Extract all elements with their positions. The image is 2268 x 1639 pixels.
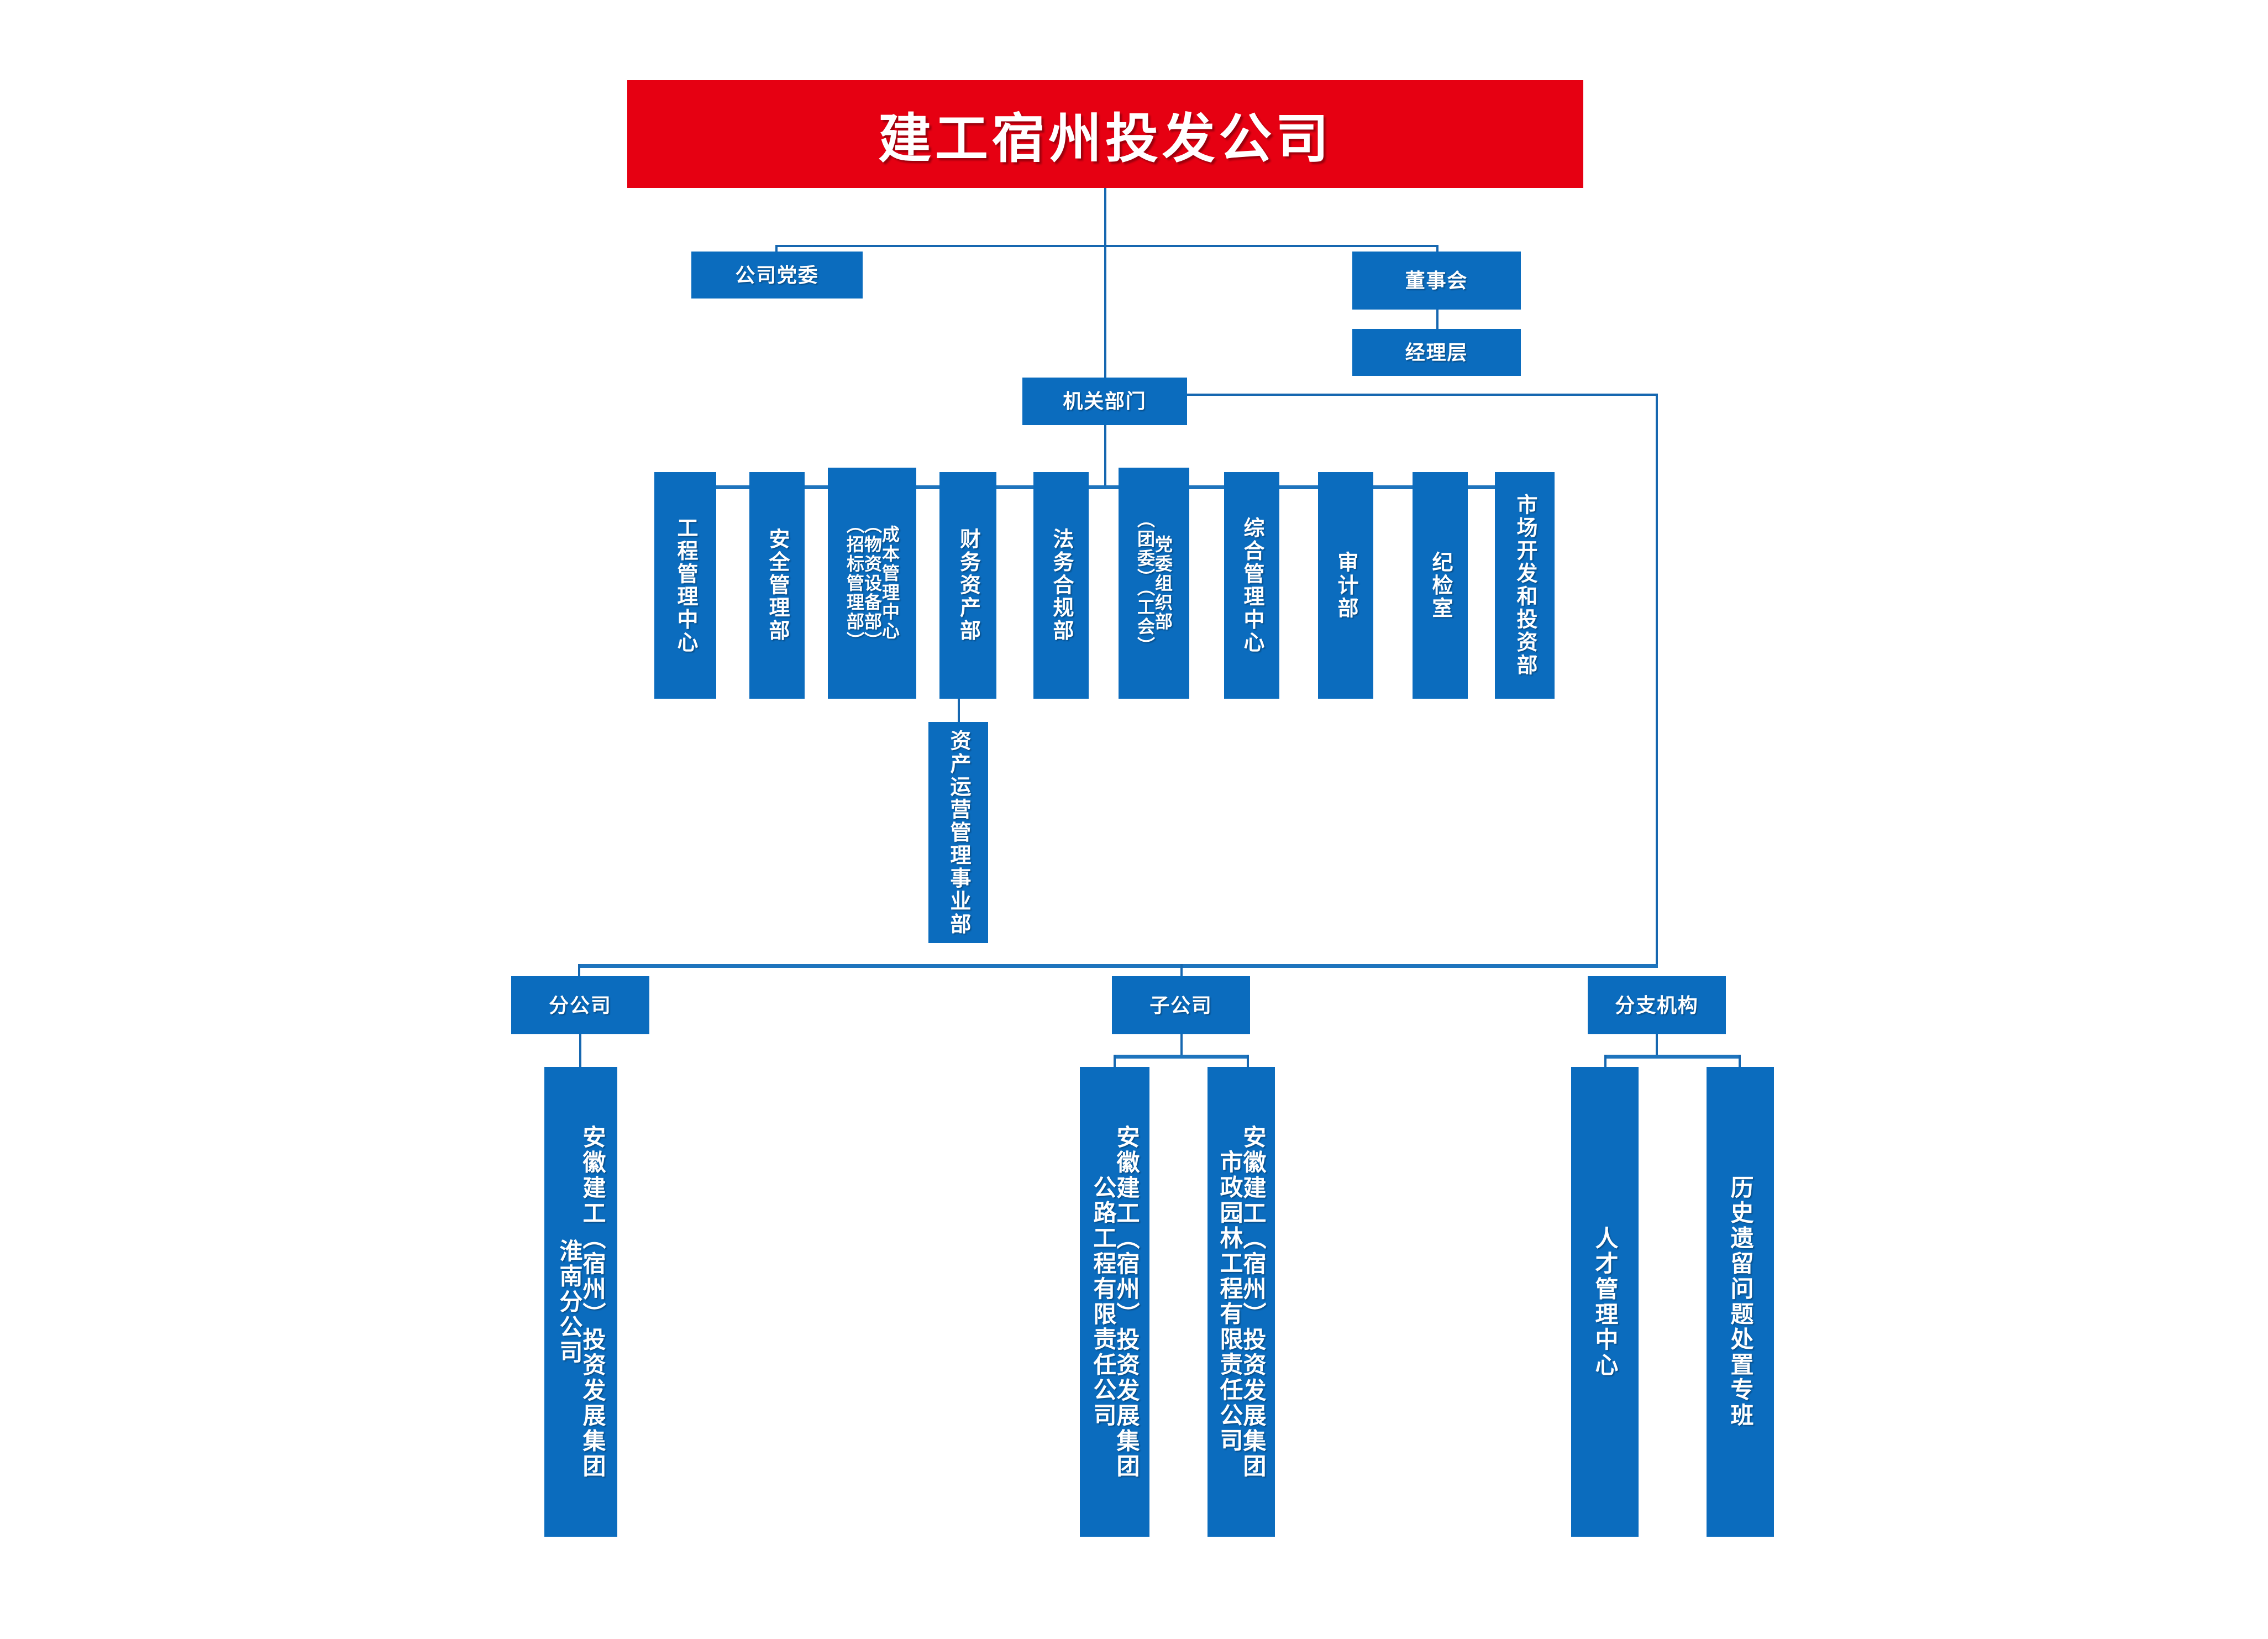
label-subsidiary-highway: 公路工程有限责任公司 安徽建工（宿州）投资发展集团	[1080, 1067, 1149, 1537]
node-board-of-directors[interactable]: 董事会	[1352, 252, 1521, 310]
node-asset-operations-division[interactable]	[928, 722, 988, 943]
label-huainan-branch-col-1: 安徽建工（宿州）投资发展集团	[580, 1124, 606, 1479]
label-huainan-branch-col-2: 淮南分公司	[556, 1238, 582, 1365]
node-group-branch-institution[interactable]: 分支机构	[1588, 976, 1726, 1034]
node-subsidiary-highway-engineering[interactable]	[1080, 1067, 1149, 1537]
node-group-subsidiary[interactable]: 子公司	[1112, 976, 1250, 1034]
node-dept-legal-compliance[interactable]	[1033, 472, 1089, 699]
label-subsidiary-municipal-col-2: 市政园林工程有限责任公司	[1217, 1150, 1243, 1454]
company-title-banner: 建工宿州投发公司	[627, 80, 1583, 188]
label-subsidiary-highway-col-1: 安徽建工（宿州）投资发展集团	[1114, 1124, 1140, 1479]
connector-head-right-rail	[1187, 394, 1658, 396]
label-asset-operations-col-1: 资产运营管理事业部	[947, 729, 970, 936]
node-subsidiary-municipal-landscape-engineering[interactable]	[1208, 1067, 1275, 1537]
node-party-committee[interactable]: 公司党委	[691, 252, 863, 299]
node-departments-head[interactable]: 机关部门	[1022, 378, 1187, 425]
connector-subsidiary-stem	[1180, 1034, 1183, 1056]
connector-subsidiary-child-1	[1114, 1055, 1116, 1070]
node-talent-management-center[interactable]	[1571, 1067, 1639, 1537]
label-dept-9-col-1: 纪检室	[1429, 551, 1452, 620]
label-dept-5-col-1: 法务合规部	[1049, 528, 1073, 643]
label-asset-operations-division: 资产运营管理事业部	[928, 722, 988, 943]
connector-to-departments-head	[1104, 245, 1106, 378]
department-distribution-bus	[673, 485, 1524, 489]
node-dept-safety-management[interactable]	[749, 472, 805, 699]
connector-to-asset-operations	[958, 699, 960, 722]
label-subsidiary-municipal-col-1: 安徽建工（宿州）投资发展集团	[1240, 1124, 1266, 1479]
node-dept-audit[interactable]	[1318, 472, 1373, 699]
node-dept-finance-assets[interactable]	[939, 472, 996, 699]
label-subsidiary-highway-col-2: 公路工程有限责任公司	[1090, 1175, 1116, 1428]
node-historical-issues-task-force[interactable]	[1707, 1067, 1774, 1537]
label-dept-7: 综合管理中心	[1224, 472, 1279, 699]
connector-subsidiary-child-2	[1247, 1055, 1249, 1070]
connector-branch-company-stem	[579, 1034, 581, 1070]
connector-branch-institution-bus	[1604, 1055, 1740, 1059]
connector-branch-institution-child-1	[1604, 1055, 1607, 1070]
label-dept-8: 审计部	[1318, 472, 1373, 699]
label-talent-management-center: 人才管理中心	[1571, 1067, 1639, 1537]
label-dept-1: 工程管理中心	[654, 472, 716, 699]
label-dept-10: 市场开发和投资部	[1495, 472, 1555, 699]
node-dept-discipline-inspection[interactable]	[1413, 472, 1468, 699]
node-management-layer[interactable]: 经理层	[1352, 329, 1521, 376]
label-dept-2: 安全管理部	[749, 472, 805, 699]
label-talent-management-col-1: 人才管理中心	[1592, 1226, 1618, 1378]
label-dept-3-col-1: 成本管理中心	[880, 525, 900, 641]
connector-root-split	[775, 245, 1439, 247]
connector-root-stem	[1104, 188, 1106, 246]
label-dept-4-col-1: 财务资产部	[956, 528, 980, 643]
label-dept-3: （招标管理部） （物资设备部） 成本管理中心	[828, 468, 916, 699]
label-historical-issues-task-force: 历史遗留问题处置专班	[1707, 1067, 1774, 1537]
connector-head-stem	[1104, 425, 1106, 487]
connector-subsidiary-bus	[1114, 1055, 1249, 1059]
label-historical-issues-col-1: 历史遗留问题处置专班	[1728, 1175, 1754, 1428]
node-dept-party-organization[interactable]	[1119, 468, 1189, 699]
label-dept-3-col-3: （招标管理部）	[844, 515, 864, 651]
node-dept-cost-management-center[interactable]	[828, 468, 916, 699]
node-group-branch-company[interactable]: 分公司	[511, 976, 649, 1034]
node-dept-market-development-investment[interactable]	[1495, 472, 1555, 699]
connector-branch-institution-stem	[1656, 1034, 1658, 1056]
node-dept-engineering-management-center[interactable]	[654, 472, 716, 699]
node-anhui-jiangong-suzhou-huainan-branch[interactable]	[544, 1067, 617, 1537]
label-dept-7-col-1: 综合管理中心	[1240, 516, 1263, 654]
connector-right-rail-drop	[1656, 394, 1658, 967]
label-dept-9: 纪检室	[1413, 472, 1468, 699]
label-subsidiary-municipal: 市政园林工程有限责任公司 安徽建工（宿州）投资发展集团	[1208, 1067, 1275, 1537]
label-dept-6: （团委）（工会） 党委组织部	[1119, 468, 1189, 699]
label-dept-3-col-2: （物资设备部）	[862, 515, 882, 651]
connector-branch-institution-child-2	[1739, 1055, 1741, 1070]
label-dept-5: 法务合规部	[1033, 472, 1089, 699]
node-dept-general-management-center[interactable]	[1224, 472, 1279, 699]
label-dept-2-col-1: 安全管理部	[765, 528, 789, 643]
connector-board-to-management	[1436, 310, 1439, 329]
label-huainan-branch: 淮南分公司 安徽建工（宿州）投资发展集团	[544, 1067, 617, 1537]
label-dept-6-col-2: （团委）（工会）	[1135, 510, 1155, 656]
label-dept-4: 财务资产部	[939, 472, 996, 699]
label-dept-6-col-1: 党委组织部	[1153, 535, 1173, 632]
group-distribution-bus	[578, 964, 1658, 968]
label-dept-10-col-1: 市场开发和投资部	[1513, 494, 1536, 677]
label-dept-8-col-1: 审计部	[1334, 551, 1357, 620]
label-dept-1-col-1: 工程管理中心	[674, 516, 697, 654]
